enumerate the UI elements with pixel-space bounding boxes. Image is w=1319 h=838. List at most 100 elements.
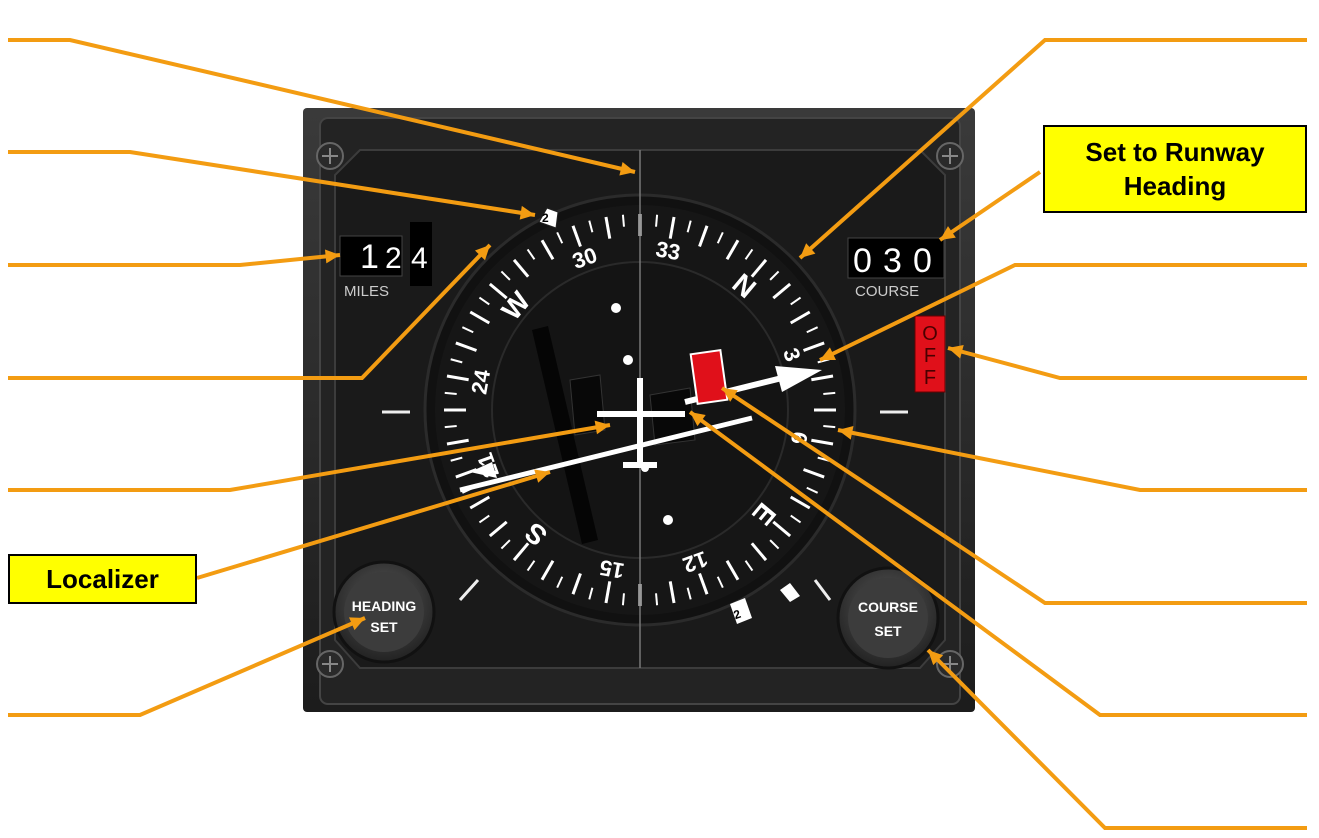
screw-top-left	[316, 142, 344, 170]
screw-top-right	[936, 142, 964, 170]
compass-tick	[811, 374, 834, 382]
course-digit-1: 0	[853, 242, 872, 280]
compass-tick	[744, 560, 754, 572]
screw-bottom-left	[316, 650, 344, 678]
compass-tick	[469, 310, 491, 325]
compass-tick	[526, 560, 536, 572]
leader-arrowhead	[594, 420, 610, 435]
compass-tick	[488, 520, 508, 538]
leader-line	[947, 346, 1307, 380]
miles-label: MILES	[344, 283, 389, 300]
leader-arrowhead	[690, 412, 706, 427]
compass-tick	[526, 248, 536, 260]
callout-runway-heading-text: Set to Runway Heading	[1085, 137, 1265, 201]
miles-digit-1: 1	[360, 238, 379, 276]
leader-line	[196, 470, 551, 580]
compass-label: 24	[466, 367, 495, 396]
heading-knob-label-line2: SET	[370, 619, 398, 635]
compass-tick	[772, 520, 792, 538]
compass-tick	[698, 225, 709, 248]
leader-arrowhead	[928, 650, 944, 666]
course-label: COURSE	[855, 283, 919, 300]
leader-arrowhead	[349, 617, 365, 631]
compass-tick	[446, 438, 469, 446]
compass-tick	[461, 326, 474, 334]
miles-digit-3: 4	[411, 242, 428, 275]
leader-arrowhead	[519, 205, 535, 220]
compass-tick	[478, 296, 490, 306]
heading-knob-label-line1: HEADING	[352, 598, 417, 614]
compass-tick	[698, 572, 709, 595]
compass-ticks	[444, 214, 836, 606]
leader-lines	[8, 38, 1307, 830]
compass-tick	[750, 258, 768, 278]
compass-tick	[588, 220, 594, 233]
leader-line	[688, 410, 1307, 717]
compass-tick	[769, 270, 780, 281]
compass-tick	[802, 341, 825, 352]
compass-tick	[790, 296, 802, 306]
compass-tick	[512, 542, 530, 562]
screw-bottom-right	[936, 650, 964, 678]
compass-tick	[789, 495, 811, 510]
callout-localizer-text: Localizer	[46, 564, 159, 594]
compass-tick	[668, 216, 676, 239]
leader-arrowhead	[722, 388, 738, 402]
compass-tick	[716, 231, 724, 244]
compass-tick	[500, 539, 511, 550]
callout-localizer: Localizer	[8, 554, 197, 604]
leader-line	[8, 243, 492, 380]
leader-arrowhead	[838, 425, 854, 440]
compass-tick	[811, 438, 834, 446]
course-digit-2: 3	[883, 242, 902, 280]
glideslope-bar	[532, 326, 598, 544]
compass-tick	[556, 231, 564, 244]
leader-arrowhead	[324, 249, 340, 264]
heading-set-knob[interactable]: HEADING SET	[332, 560, 436, 664]
compass-tick	[769, 539, 780, 550]
compass-tick	[725, 559, 740, 581]
leader-line	[819, 263, 1307, 362]
aircraft-symbol	[597, 378, 685, 468]
leader-line	[8, 253, 341, 267]
course-deviation-indicator	[459, 415, 753, 493]
compass-tick	[806, 326, 819, 334]
course-digit-3: 0	[913, 242, 932, 280]
compass-tick	[802, 468, 825, 479]
compass-tick	[604, 581, 612, 604]
leader-line	[8, 423, 611, 492]
to-from-flag	[689, 349, 729, 405]
compass-tick	[444, 391, 457, 395]
leader-line	[837, 428, 1307, 492]
compass-tick	[446, 374, 469, 382]
compass-label: 33	[654, 236, 682, 265]
scale-mark-bottom: 2	[732, 607, 743, 623]
reciprocal-pointer	[730, 583, 800, 624]
compass-tick	[500, 270, 511, 281]
leader-line	[8, 150, 536, 217]
compass-tick	[789, 310, 811, 325]
course-set-knob[interactable]: COURSE SET	[836, 566, 940, 670]
leader-line	[8, 616, 366, 717]
compass-tick	[540, 559, 555, 581]
compass-tick	[604, 216, 612, 239]
compass-tick	[655, 593, 659, 606]
leader-arrowhead	[534, 469, 550, 483]
leader-arrowhead	[619, 161, 635, 176]
compass-tick	[772, 282, 792, 300]
compass-tick	[469, 495, 491, 510]
compass-tick	[571, 225, 582, 248]
miles-digit-2: 2	[385, 242, 402, 275]
leader-arrowhead	[948, 345, 964, 359]
leader-arrowhead	[940, 226, 956, 240]
compass-tick	[686, 587, 692, 600]
compass-tick	[790, 514, 802, 524]
compass-label: 15	[598, 555, 626, 584]
compass-tick	[512, 258, 530, 278]
side-index-marks	[382, 410, 908, 602]
compass-tick	[716, 576, 724, 589]
leader-line	[720, 386, 1307, 605]
leader-arrowhead	[820, 347, 836, 360]
